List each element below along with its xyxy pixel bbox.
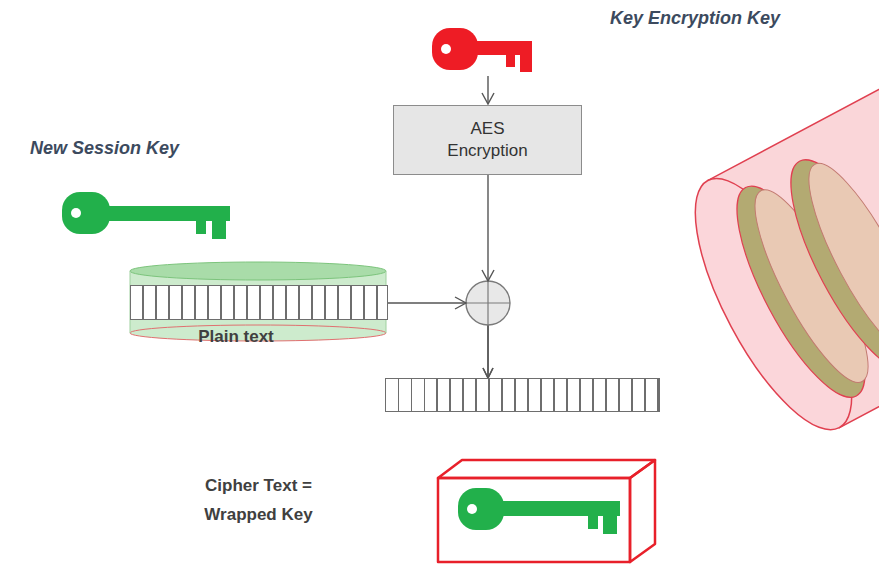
box-text: AES Encryption	[433, 118, 543, 162]
green-key-icon	[62, 192, 230, 239]
xor-symbol	[455, 270, 510, 325]
key-label: New Session Key	[30, 138, 179, 159]
register-label: Plain text	[171, 322, 301, 351]
key-label: Key Encryption Key	[610, 8, 780, 29]
ciphertext-register: Cipher Text = Wrapped Key	[385, 378, 660, 412]
wrapped-key-box	[438, 460, 655, 562]
process-box: AES Encryption	[393, 105, 582, 175]
kek-arrow	[487, 76, 488, 103]
kek-arrow-head	[482, 93, 494, 104]
key-store-cylinder	[665, 77, 879, 450]
plaintext-register: Plain text	[130, 285, 388, 320]
red-key-icon	[432, 28, 532, 72]
register-label: Cipher Text = Wrapped Key	[181, 471, 336, 529]
